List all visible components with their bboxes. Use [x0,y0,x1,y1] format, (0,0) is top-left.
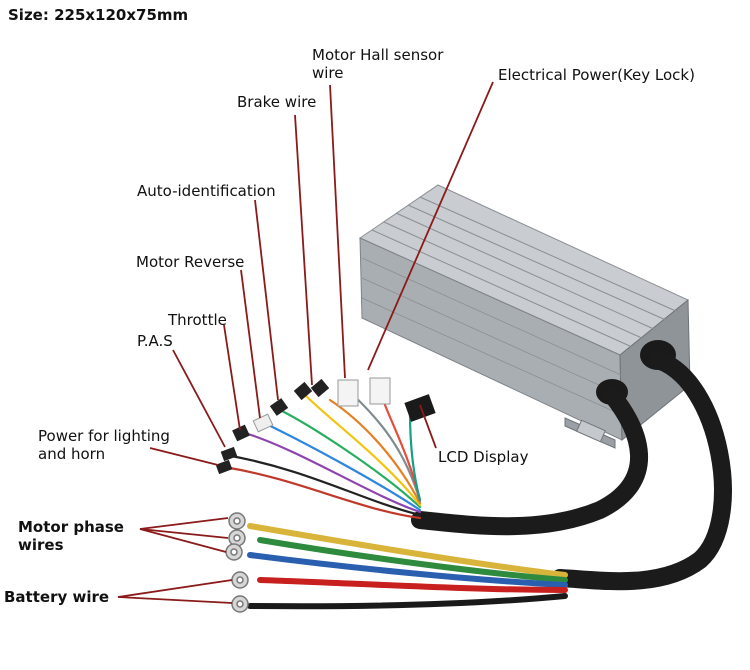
signal-wires [224,390,422,520]
label-auto-identification: Auto-identification [137,182,276,200]
label-pas: P.A.S [137,332,173,350]
label-lcd-display: LCD Display [438,448,529,466]
label-power-lighting-line2: and horn [38,445,106,463]
connectors [215,377,436,475]
label-motor-hall-line2: wire [312,64,344,82]
annotation-lines [117,81,494,604]
ring-terminals [225,512,249,613]
label-motor-hall-sensor: Motor Hall sensor wire [312,46,443,82]
label-brake-wire: Brake wire [237,93,317,111]
label-motor-hall-line1: Motor Hall sensor [312,46,444,64]
label-motor-phase-line1: Motor phase [18,518,124,536]
controller-housing [358,184,691,449]
label-motor-phase-line2: wires [18,536,64,554]
label-power-lighting-line1: Power for lighting [38,427,170,445]
size-title: Size: 225x120x75mm [8,6,189,24]
label-motor-phase-wires: Motor phase wires [18,518,124,554]
label-motor-reverse: Motor Reverse [136,253,245,271]
label-throttle: Throttle [168,311,227,329]
label-battery-wire: Battery wire [4,588,110,606]
label-electrical-power: Electrical Power(Key Lock) [498,66,695,84]
label-power-lighting: Power for lighting and horn [38,427,170,463]
power-wires [247,523,568,610]
cable-bundles [411,351,732,591]
